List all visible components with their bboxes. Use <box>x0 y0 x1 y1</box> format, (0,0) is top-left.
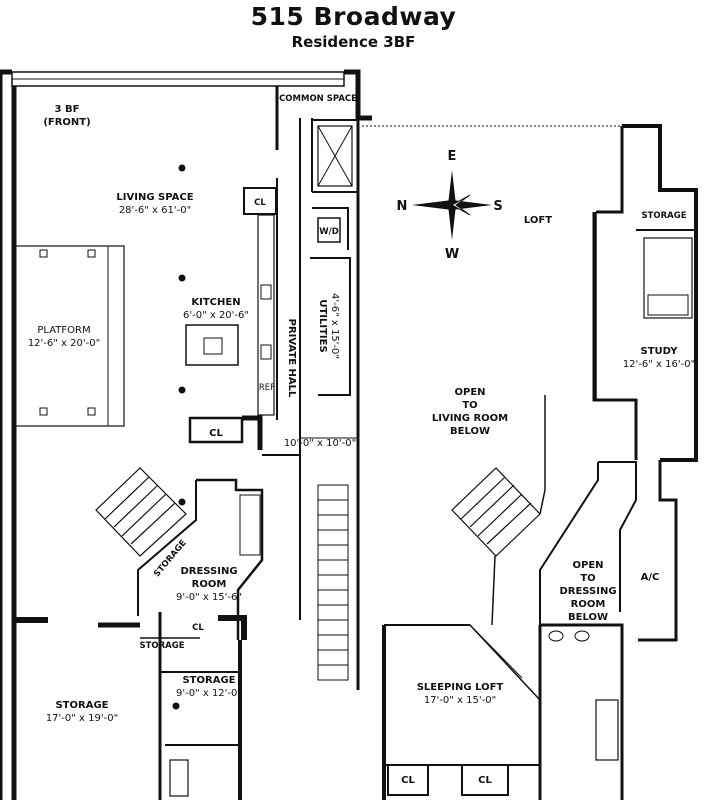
tub-sleeping <box>595 699 619 761</box>
label-room: ROOM <box>192 579 227 590</box>
label-cl-kitchen: CL <box>254 198 266 208</box>
label-sleeping-loft: SLEEPING LOFT <box>417 682 504 693</box>
washer-dryer <box>317 217 341 243</box>
label-kitchen: KITCHEN <box>191 297 240 308</box>
utilities-room <box>310 257 351 396</box>
page-title: 515 Broadway <box>250 2 457 31</box>
label-storage-mid: STORAGE <box>139 641 184 651</box>
bath-loft <box>643 237 693 319</box>
label-kitchen-dim: 6'-0" x 20'-6" <box>183 310 249 321</box>
compass-west: W <box>445 247 459 262</box>
bath-dressing <box>239 494 261 556</box>
closet-kitchen <box>243 187 277 215</box>
label-cl-dressing: CL <box>192 623 204 633</box>
label-to-dressing: TO <box>580 573 595 584</box>
label-front2: (FRONT) <box>43 117 90 128</box>
label-ac: A/C <box>641 572 660 583</box>
label-living-dim: 28'-6" x 61'-0" <box>119 205 191 216</box>
label-living-room: LIVING ROOM <box>432 413 508 424</box>
label-cl-sleep2: CL <box>478 775 492 786</box>
label-platform: PLATFORM <box>37 325 90 336</box>
label-utilities: UTILITIES <box>317 299 328 352</box>
tub-storage <box>169 759 189 797</box>
label-hall-dim: 10'-0" x 10'-0" <box>284 438 356 449</box>
label-dressing-room: DRESSING <box>559 586 616 597</box>
stairs-loft <box>451 467 541 557</box>
loft-east-wall <box>622 124 698 462</box>
compass-north: N <box>397 199 408 214</box>
label-sleeping-dim: 17'-0" x 15'-0" <box>424 695 496 706</box>
label-loft: LOFT <box>524 215 552 226</box>
label-dressing: DRESSING <box>180 566 237 577</box>
label-to: TO <box>462 400 477 411</box>
exterior-wall-west <box>0 69 12 800</box>
stairs-common <box>317 484 349 681</box>
label-private-hall: PRIVATE HALL <box>286 319 297 398</box>
label-below: BELOW <box>450 426 490 437</box>
kitchen-island <box>185 324 239 366</box>
dressing-room <box>196 478 264 640</box>
compass-south: S <box>493 199 502 214</box>
label-common-space: COMMON SPACE <box>279 94 357 104</box>
label-living: LIVING SPACE <box>116 192 193 203</box>
label-utilities-dim: 4'-6" x 15'-0" <box>329 293 340 359</box>
page-subtitle: Residence 3BF <box>291 33 416 51</box>
compass-icon <box>412 170 492 240</box>
label-below2: BELOW <box>568 612 608 623</box>
label-wd: W/D <box>319 227 339 237</box>
label-cl-living: CL <box>209 428 223 439</box>
label-room2: ROOM <box>571 599 606 610</box>
label-dressing-dim: 9'-0" x 15'-6" <box>176 592 242 603</box>
label-study: STUDY <box>641 346 679 357</box>
label-storage-small: STORAGE <box>182 675 235 686</box>
label-open: OPEN <box>454 387 485 398</box>
label-storage-loft: STORAGE <box>641 211 686 221</box>
label-cl-sleep1: CL <box>401 775 415 786</box>
elevator <box>317 125 353 187</box>
label-study-dim: 12'-6" x 16'-0" <box>623 359 695 370</box>
label-ref: REF <box>259 383 275 393</box>
label-storage-big-dim: 17'-0" x 19'-0" <box>46 713 118 724</box>
label-storage-big: STORAGE <box>55 700 108 711</box>
closet-living <box>188 416 244 444</box>
label-storage-small-dim: 9'-0" x 12'-0" <box>176 688 242 699</box>
label-open-dressing: OPEN <box>572 560 603 571</box>
compass-east: E <box>448 149 457 164</box>
label-front: 3 BF <box>55 104 80 115</box>
stairs-main <box>95 467 187 557</box>
label-platform-dim: 12'-6" x 20'-0" <box>28 338 100 349</box>
